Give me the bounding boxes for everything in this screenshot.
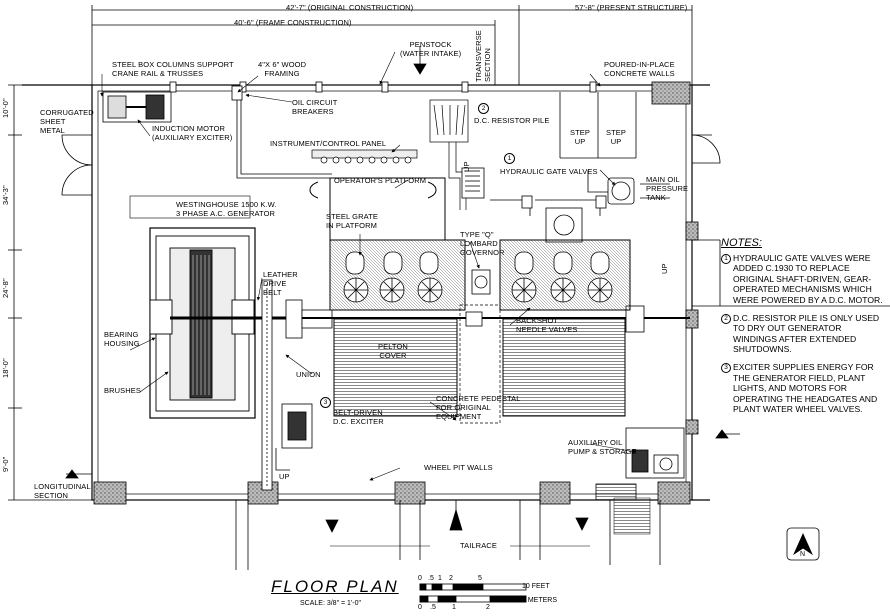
lombard-governor (471, 269, 491, 295)
dim-side-4: 18'-0" (1, 358, 10, 378)
induction-motor (102, 91, 172, 123)
aux-oil-pump (625, 427, 685, 479)
note-item: 3 EXCITER SUPPLIES ENERGY FOR THE GENERA… (721, 362, 887, 415)
dimension-lines (8, 5, 693, 501)
concrete-piers (93, 81, 699, 535)
building-walls (22, 84, 710, 501)
note-text: D.C. RESISTOR PILE IS ONLY USED TO DRY O… (733, 312, 880, 355)
north-label: N (800, 551, 806, 558)
scale-tick: 1 (452, 604, 456, 611)
dim-frame: 40'-6" (FRAME CONSTRUCTION) (234, 18, 352, 27)
label-hydraulic-valves: HYDRAULIC GATE VALVES (500, 167, 598, 176)
operators-platform (309, 177, 446, 240)
label-up-governor: UP (462, 161, 471, 172)
label-induction-motor: INDUCTION MOTOR(AUXILIARY EXCITER) (152, 124, 233, 142)
label-westinghouse: WESTINGHOUSE 1500 K.W.3 PHASE A.C. GENER… (176, 200, 277, 218)
scale-text: SCALE: 3/8" = 1'-0" (300, 600, 361, 607)
label-wheel-pit: WHEEL PIT WALLS (424, 463, 493, 472)
generator (129, 195, 300, 419)
note-item: 2 D.C. RESISTOR PILE IS ONLY USED TO DRY… (721, 313, 887, 355)
wheel-pits (329, 239, 631, 417)
note-item: 1 HYDRAULIC GATE VALVES WERE ADDED c.193… (721, 253, 887, 306)
scale-tick: .5 (428, 575, 434, 582)
note-number: 1 (721, 253, 731, 264)
label-tailrace: TAILRACE (460, 541, 497, 550)
label-up-right: UP (660, 263, 669, 274)
label-penstock: PENSTOCK(WATER INTAKE) (400, 40, 462, 58)
label-brushes: BRUSHES (104, 386, 141, 395)
leather-drive-belt (261, 279, 333, 491)
dim-side-3: 24'-8" (1, 278, 10, 298)
label-resistor-pile: D.C. RESISTOR PILE (474, 116, 550, 125)
control-panel (311, 149, 418, 164)
drawing-title: FLOOR PLAN (271, 577, 399, 596)
scale-tick: 2 (486, 604, 490, 611)
dim-original: 42'-7" (ORIGINAL CONSTRUCTION) (286, 3, 414, 12)
oil-circuit-breakers (231, 85, 332, 179)
note-text: HYDRAULIC GATE VALVES WERE ADDED c.1930 … (733, 252, 883, 305)
dc-exciter (275, 403, 313, 471)
note-number: 2 (721, 313, 731, 324)
scale-tick: 3 METERS (522, 597, 558, 604)
dim-side-5: 9'-0" (1, 456, 10, 472)
north-arrow-icon (786, 527, 820, 561)
foundation-lines (235, 500, 661, 570)
scale-tick: .5 (430, 604, 436, 611)
label-up-exciter: UP (279, 472, 290, 481)
needle-valves (343, 251, 613, 303)
concrete-pedestal (459, 304, 501, 424)
scale-tick: 0 (418, 575, 422, 582)
callout-2: 2 (478, 103, 489, 114)
scale-tick: 2 (449, 575, 453, 582)
section-markers (65, 46, 740, 533)
note-text: EXCITER SUPPLIES ENERGY FOR THE GENERATO… (733, 361, 878, 415)
left-doors (61, 134, 890, 307)
scale-tick: 5 (478, 575, 482, 582)
notes-heading: NOTES: (721, 237, 762, 249)
callout-1: 1 (504, 153, 515, 164)
leader-lines (100, 51, 637, 547)
dim-side-1: 10'-0" (1, 98, 10, 118)
scale-bar (419, 583, 527, 603)
scale-tick: 0 (418, 604, 422, 611)
dim-side-2: 34'-3" (1, 185, 10, 205)
label-control-panel: INSTRUMENT/CONTROL PANEL (270, 139, 387, 148)
label-union: UNION (296, 370, 321, 379)
scale-tick: 1 (438, 575, 442, 582)
scale-tick: 10 FEET (522, 583, 550, 590)
dim-present: 57'-8" (PRESENT STRUCTURE) (575, 3, 688, 12)
callout-3: 3 (320, 397, 331, 408)
steps (559, 92, 637, 159)
notes-block: NOTES: 1 HYDRAULIC GATE VALVES WERE ADDE… (721, 238, 887, 422)
label-operators-platform: OPERATOR'S PLATFORM (334, 176, 427, 185)
hydraulic-gate-valves (461, 167, 607, 243)
note-number: 3 (721, 362, 731, 373)
